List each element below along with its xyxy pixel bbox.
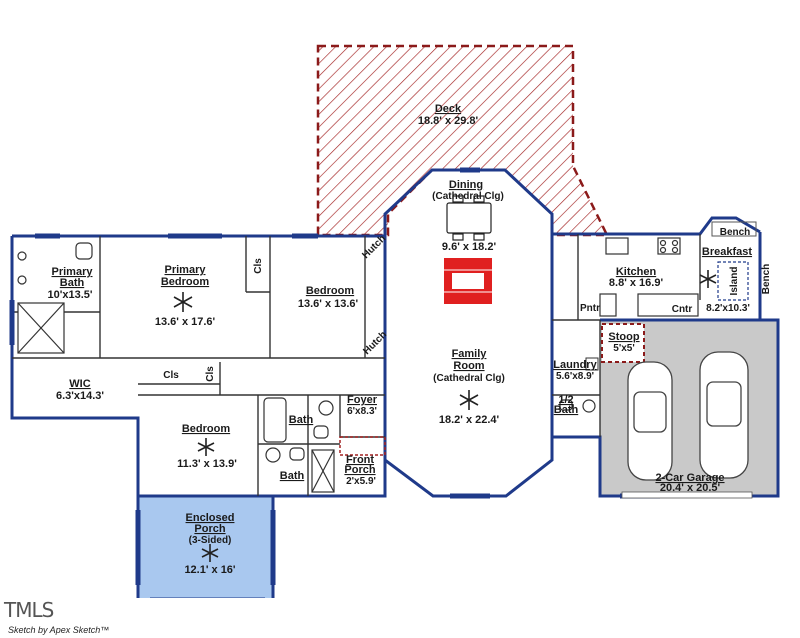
enclosed-porch-label-line2: Porch [194, 523, 225, 535]
closet-label: Cls [205, 366, 216, 382]
bath-upper-label: Bath [289, 414, 314, 426]
wic-label: WIC [69, 378, 90, 390]
enclosed-porch-type-note: (3-Sided) [189, 535, 232, 546]
ceiling-fan-icon [173, 292, 193, 312]
laundry-appliance [585, 357, 599, 371]
car-icon [627, 361, 673, 481]
foyer-label: Foyer [347, 394, 378, 406]
dining-label: Dining [449, 179, 483, 191]
counter-label: Cntr [672, 304, 693, 315]
wic-dimensions: 6.3'x14.3' [56, 390, 104, 402]
fireplace-opening [452, 273, 484, 289]
enclosed-porch-area [138, 496, 273, 598]
primary-bath-label-line2: Bath [60, 277, 85, 289]
kitchen-dimensions: 8.8' x 16.9' [609, 277, 664, 289]
family-room-label-line2: Room [453, 360, 484, 372]
interior-walls [12, 234, 701, 496]
fireplace-label: 2-Fp [456, 276, 480, 288]
garage-dimensions: 20.4' x 20.5' [660, 482, 721, 494]
primary-bath-label-line1: Primary [52, 266, 94, 278]
deck-label: Deck [435, 103, 462, 115]
bench-top-outline [711, 221, 757, 237]
breakfast-label: Breakfast [702, 246, 752, 258]
stoop-dimensions: 5'x5' [613, 343, 634, 354]
family-room-label-line1: Family [452, 348, 488, 360]
bedroom-upper-label: Bedroom [306, 285, 355, 297]
half-bath-label-line2: Bath [554, 404, 579, 416]
front-porch-outline [339, 436, 386, 456]
dining-table [446, 195, 492, 241]
bath-lower-label: Bath [280, 470, 305, 482]
primary-bedroom-label-line2: Bedroom [161, 276, 210, 288]
floor-plan: Deck 18.8' x 29.8' Dining (Cathedral Clg… [9, 44, 780, 598]
garage-door [621, 491, 753, 499]
primary-bedroom-dimensions: 13.6' x 17.6' [155, 316, 216, 328]
bench-side-label: Bench [761, 264, 772, 295]
stoop-label: Stoop [608, 331, 639, 343]
dining-dimensions: 9.6' x 18.2' [442, 241, 497, 253]
enclosed-porch-dimensions: 12.1' x 16' [184, 564, 235, 576]
family-room-dimensions: 18.2' x 22.4' [439, 414, 500, 426]
island-label: Island [729, 267, 740, 296]
enclosed-porch-label-line1: Enclosed [186, 512, 235, 524]
ceiling-fan-icon [197, 438, 215, 456]
bath-fixtures [263, 397, 596, 493]
garage-label: 2-Car Garage [655, 472, 724, 484]
deck-dimensions: 18.8' x 29.8' [418, 115, 479, 127]
half-bath-label-line1: 1/2 [558, 394, 573, 406]
family-room-ceiling-note: (Cathedral Clg) [433, 373, 505, 384]
front-porch-label-line1: Front [346, 454, 374, 466]
ceiling-fan-icon [201, 544, 219, 562]
closet-label: Cls [163, 370, 179, 381]
primary-bath-fixtures [17, 242, 93, 354]
pantry-label: Pntr [580, 303, 600, 314]
front-porch-dimensions: 2'x5.9' [346, 476, 376, 487]
front-porch-label-line2: Porch [344, 464, 375, 476]
foyer-dimensions: 6'x8.3' [347, 406, 377, 417]
stoop-outline [601, 323, 645, 363]
dining-ceiling-note: (Cathedral Clg) [432, 191, 504, 202]
island-outline [717, 261, 749, 301]
ceiling-fan-icon [459, 390, 479, 410]
fireplace-brick-pattern [444, 269, 492, 293]
ceiling-fan-icon [699, 270, 717, 288]
sketch-credit: Sketch by Apex Sketch™ [8, 625, 110, 635]
bedroom-lower-dimensions: 11.3' x 13.9' [177, 458, 237, 470]
breakfast-dimensions: 8.2'x10.3' [706, 303, 750, 314]
car-icon [699, 351, 749, 479]
bedroom-upper-dimensions: 13.6' x 13.6' [298, 298, 359, 310]
laundry-label: Laundry [553, 359, 597, 371]
laundry-dimensions: 5.6'x8.9' [556, 371, 594, 382]
bedroom-lower-label: Bedroom [182, 423, 231, 435]
mls-logo: TMLS [4, 598, 54, 622]
primary-bath-dimensions: 10'x13.5' [48, 289, 93, 301]
kitchen-label: Kitchen [616, 266, 657, 278]
exterior-walls [10, 168, 780, 598]
closet-label: Cls [253, 258, 264, 274]
primary-bedroom-label-line1: Primary [165, 264, 207, 276]
bench-top-label: Bench [720, 227, 751, 238]
kitchen-fixtures [599, 237, 699, 317]
